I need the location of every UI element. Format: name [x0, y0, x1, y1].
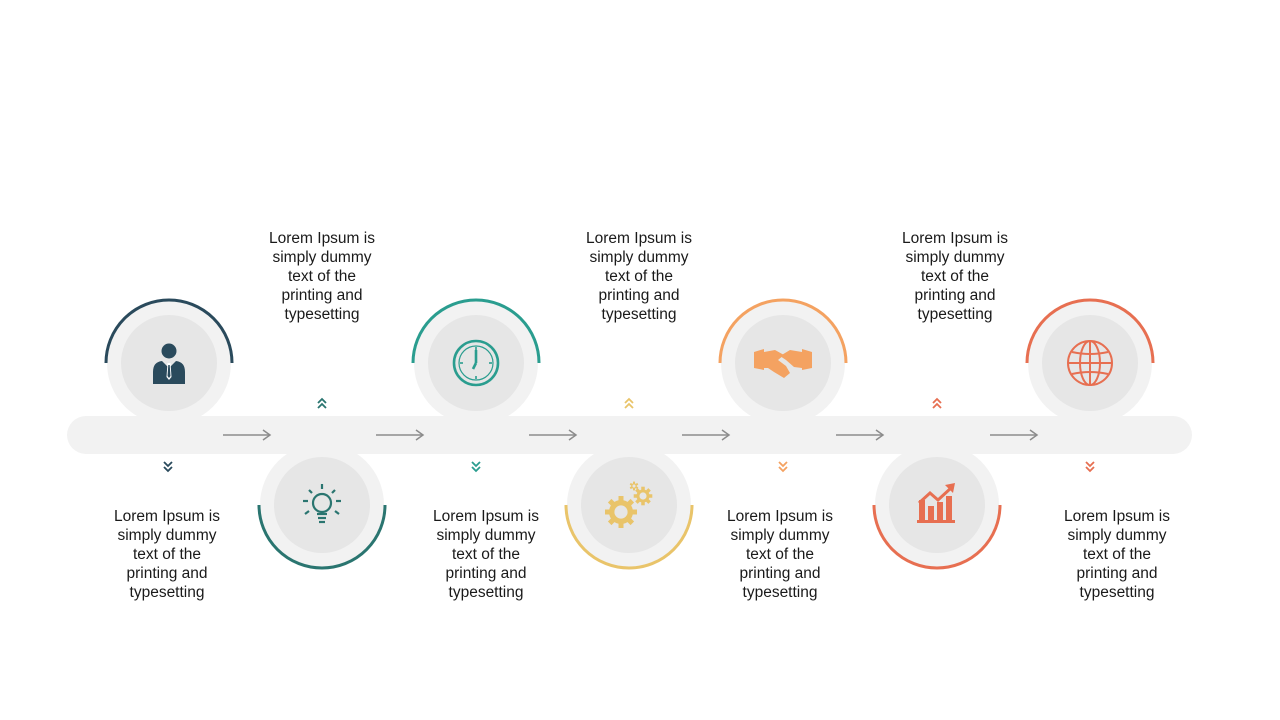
- step-4-chevron-up-icon: [624, 397, 634, 409]
- step-5-chevron-down-icon: [778, 461, 788, 473]
- step-4-node: [564, 397, 694, 570]
- globe-icon: [1067, 340, 1113, 386]
- step-6-node: [872, 397, 1002, 570]
- step-1-chevron-down-icon: [163, 461, 173, 473]
- step-7-chevron-down-icon: [1085, 461, 1095, 473]
- handshake-icon: [754, 349, 812, 378]
- step-2-node: [257, 397, 387, 570]
- step-4-caption: Lorem Ipsum is simply dummy text of the …: [586, 230, 692, 323]
- arrow-5: [836, 429, 885, 441]
- step-5-caption: Lorem Ipsum is simply dummy text of the …: [727, 508, 833, 601]
- clock-icon: [452, 339, 500, 387]
- step-6-chevron-up-icon: [932, 397, 942, 409]
- step-7-node: [1025, 298, 1155, 473]
- arrow-4: [682, 429, 731, 441]
- lightbulb-icon: [303, 484, 341, 524]
- timeline-arrows: [223, 429, 1039, 441]
- arrow-2: [376, 429, 425, 441]
- step-7-caption: Lorem Ipsum is simply dummy text of the …: [1064, 508, 1170, 601]
- gears-icon: [605, 481, 653, 528]
- step-2-chevron-up-icon: [317, 397, 327, 409]
- arrow-3: [529, 429, 578, 441]
- arrow-6: [990, 429, 1039, 441]
- step-3-node: [411, 298, 541, 473]
- step-1-caption: Lorem Ipsum is simply dummy text of the …: [114, 508, 220, 601]
- businessman-icon: [153, 343, 185, 384]
- growth-chart-icon: [917, 483, 955, 523]
- step-6-caption: Lorem Ipsum is simply dummy text of the …: [902, 230, 1008, 323]
- step-3-chevron-down-icon: [471, 461, 481, 473]
- step-1-node: [104, 298, 234, 473]
- step-2-caption: Lorem Ipsum is simply dummy text of the …: [269, 230, 375, 323]
- arrow-1: [223, 429, 272, 441]
- timeline-track: [67, 416, 1192, 454]
- step-3-caption: Lorem Ipsum is simply dummy text of the …: [433, 508, 539, 601]
- step-5-node: [718, 298, 848, 473]
